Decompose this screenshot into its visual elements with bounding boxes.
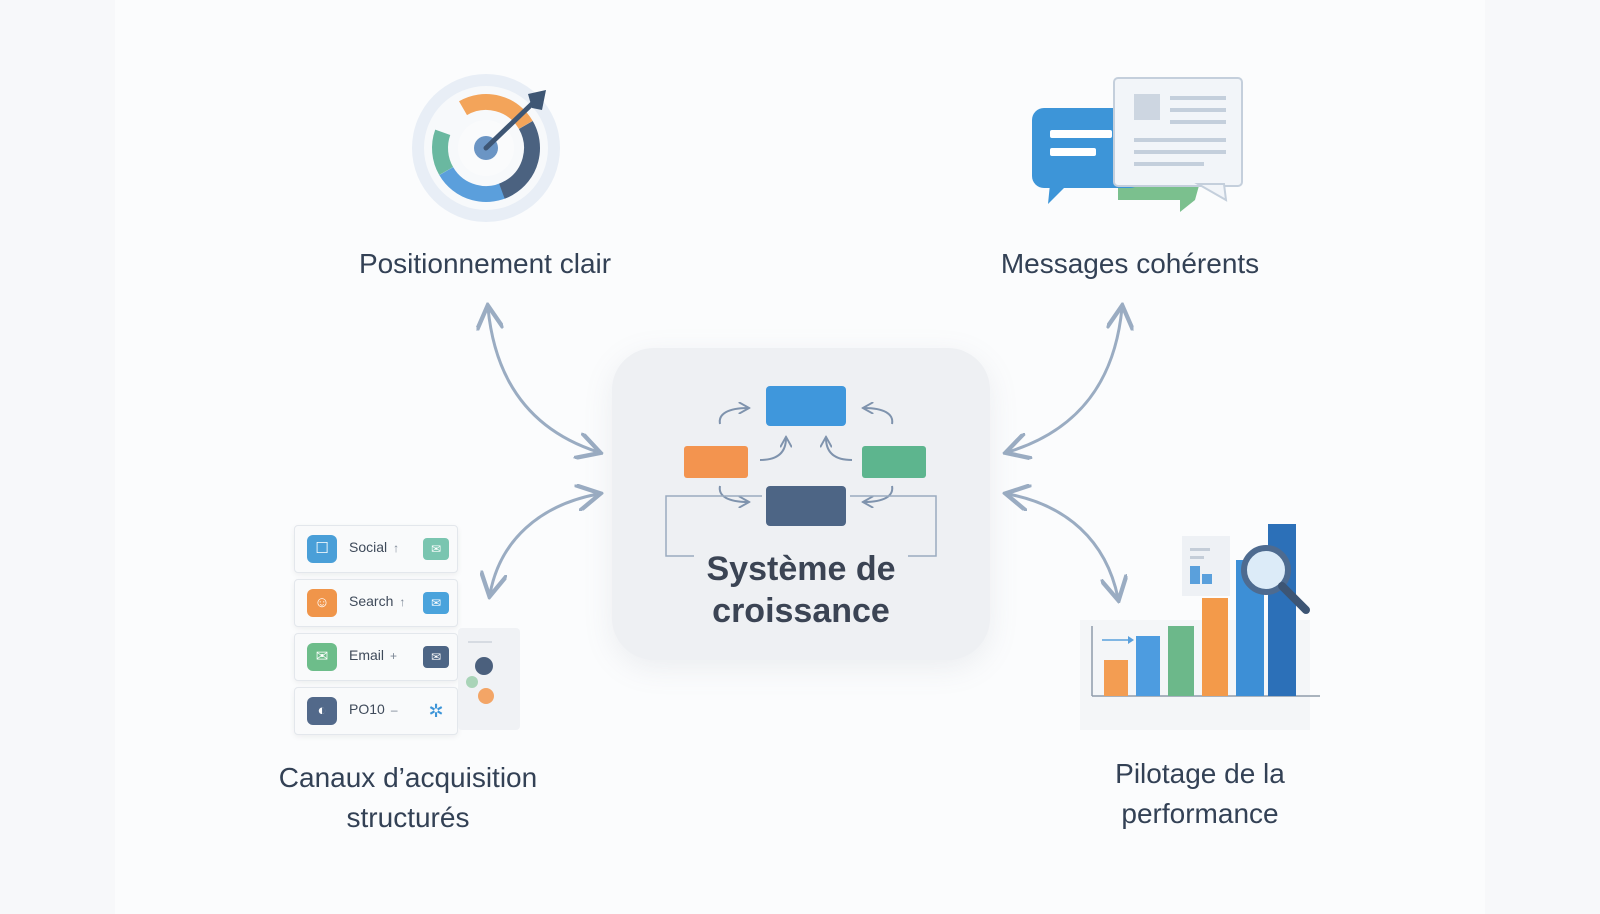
mail-icon: ✉	[423, 592, 449, 614]
positioning-label: Positionnement clair	[358, 248, 612, 279]
steering-label-line2: performance	[1121, 798, 1279, 829]
search-icon: ☺	[307, 589, 337, 617]
chat-bubbles-icon	[1032, 77, 1243, 212]
channel-label-email: Email	[349, 647, 385, 663]
puzzle-icon: ✲	[428, 701, 444, 721]
channel-label-paid: PO10	[349, 701, 385, 717]
channel-row-search: ☺ Search ↑ ✉	[294, 579, 458, 627]
arrow-positioning	[488, 308, 598, 452]
status-dots-icon	[466, 641, 494, 704]
messages-label: Messages cohérents	[1000, 248, 1260, 279]
channel-row-email: ✉ Email + ✉	[294, 633, 458, 681]
channel-row-paid: ◐ PO10– ✲	[294, 687, 458, 735]
channels-label-line2: structurés	[346, 802, 470, 833]
channels-label: Canaux d’acquisition structurés	[258, 758, 558, 838]
paid-icon: ◐	[307, 697, 337, 725]
arrow-steering	[1008, 494, 1118, 598]
performance-chart-icon	[1080, 524, 1320, 730]
channels-list: ☐ Social ↑ ✉ ☺ Search ↑ ✉ ✉ Email + ✉ ◐ PO1…	[294, 525, 524, 740]
channel-status-card	[458, 628, 520, 730]
target-icon	[412, 74, 560, 222]
channel-label-social: Social	[349, 539, 388, 555]
steering-label: Pilotage de la performance	[1050, 754, 1350, 834]
system-flow-icon	[665, 386, 937, 557]
channel-mark-paid: –	[390, 703, 398, 717]
channel-label-search: Search	[349, 593, 394, 609]
channel-mark-email: +	[390, 649, 398, 663]
channel-mark-social: ↑	[393, 541, 400, 555]
growth-system-title-line1: Système de	[706, 550, 896, 588]
growth-system-title-line2: croissance	[712, 592, 890, 630]
channel-row-social: ☐ Social ↑ ✉	[294, 525, 458, 573]
channels-label-line1: Canaux d’acquisition	[278, 762, 538, 793]
arrow-messages	[1008, 308, 1122, 452]
mail-icon: ✉	[423, 538, 449, 560]
social-icon: ☐	[307, 535, 337, 563]
growth-system-title: Système de croissance	[612, 548, 990, 632]
steering-label-line1: Pilotage de la	[1115, 758, 1285, 789]
channel-mark-search: ↑	[399, 595, 406, 609]
arrow-channels	[490, 494, 598, 594]
mail-icon: ✉	[423, 646, 449, 668]
email-icon: ✉	[307, 643, 337, 671]
